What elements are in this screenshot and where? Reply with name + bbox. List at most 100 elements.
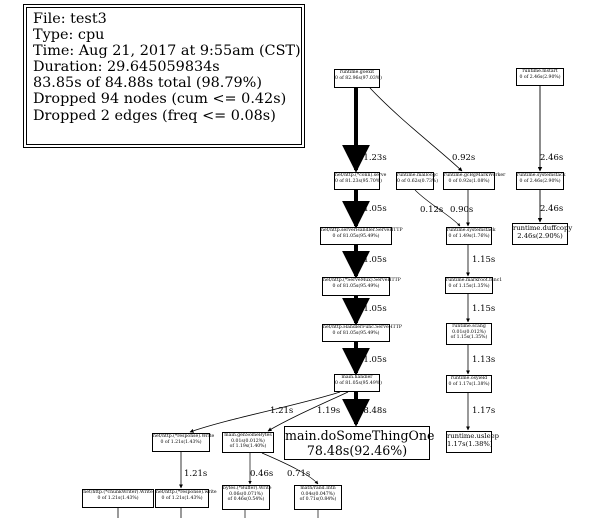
- edge-label: 81.05s: [358, 355, 387, 365]
- node-name: main.handler: [341, 375, 373, 380]
- node-name: runtime.duffcopy: [513, 224, 573, 232]
- node-stat: 0 of 82.96s(97.03%): [335, 75, 382, 81]
- node-runtime-goexit[interactable]: runtime.goexit 0 of 82.96s(97.03%): [334, 69, 382, 88]
- node-name: runtime.systemstack: [517, 173, 566, 178]
- edge-label: 78.48s: [358, 406, 387, 416]
- node-name: bytes.(*Buffer).Write: [223, 486, 272, 491]
- node-stat: 0.01s(0.012%) of 1.15s(1.35%): [450, 329, 488, 341]
- node-name: net/http.serverHandler.ServeHTTP: [321, 228, 403, 233]
- edge-label: 1.21s: [184, 469, 208, 479]
- edge-label: 1.21s: [270, 406, 294, 416]
- node-buffer-write[interactable]: bytes.(*Buffer).Write 0.06s(0.071%) of 0…: [222, 485, 272, 510]
- legend-type: Type: cpu: [33, 27, 105, 44]
- legend-total: 83.85s of 84.88s total (98.79%): [33, 75, 262, 92]
- node-runtime-usleep[interactable]: runtime.usleep 1.17s(1.38%): [446, 431, 499, 453]
- node-chunkwriter-write[interactable]: net/http.(*chunkWriter).Write 0 of 1.21s…: [82, 489, 154, 508]
- node-runtime-systemstack[interactable]: runtime.systemstack 0 of 1.49s(1.76%): [446, 227, 496, 245]
- edge-mainhandler-responsewrite: [189, 391, 341, 433]
- node-stat: 0 of 1.21s(1.43%): [161, 495, 203, 501]
- edge-label: 81.05s: [358, 304, 387, 314]
- node-stat: 0 of 81.23s(95.70%): [335, 178, 382, 184]
- edge-label: 1.19s: [317, 406, 341, 416]
- node-name: runtime.osyield: [450, 376, 488, 381]
- node-stat: 0 of 81.05s(95.49%): [335, 380, 382, 386]
- edge-gensomebytes-intn: [261, 452, 319, 485]
- node-gen-some-bytes[interactable]: main.genSomeBytes 0.01s(0.012%) of 1.19s…: [222, 432, 274, 453]
- node-name: runtime.systemstack: [447, 228, 496, 233]
- node-stat: 0 of 1.21s(1.43%): [97, 495, 139, 501]
- edge-label: 2.46s: [540, 153, 564, 163]
- node-server-handler[interactable]: net/http.serverHandler.ServeHTTP 0 of 81…: [320, 227, 403, 245]
- node-stat: 78.48s(92.46%): [306, 443, 408, 458]
- node-stat: 0.04s(0.047%) of 0.71s(0.84%): [299, 491, 337, 503]
- node-main-handler[interactable]: main.handler 0 of 81.05s(95.49%): [334, 374, 382, 392]
- node-runtime-systemstack-mstart[interactable]: runtime.systemstack 0 of 2.46s(2.90%): [516, 172, 566, 190]
- node-conn-serve[interactable]: net/http.(*conn).serve 0 of 81.23s(95.70…: [334, 172, 387, 190]
- legend-dropped-nodes: Dropped 94 nodes (cum <= 0.42s): [33, 91, 287, 108]
- edge-label: 0.12s: [420, 205, 444, 215]
- node-name: runtime.gcBgMarkWorker: [444, 173, 506, 178]
- node-stat: 0 of 1.15s(1.35%): [448, 283, 490, 289]
- node-name: net/http.(*ServeMux).ServeHTTP: [323, 278, 401, 283]
- node-stat: 0 of 1.17s(1.38%): [448, 381, 490, 387]
- legend-dropped-edges: Dropped 2 edges (freq <= 0.08s): [33, 107, 276, 124]
- node-do-some-thing-one[interactable]: main.doSomeThingOne 78.48s(92.46%): [284, 426, 435, 460]
- node-runtime-mallocgc[interactable]: runtime.mallocgc 0 of 0.62s(0.73%): [396, 172, 439, 190]
- legend-time: Time: Aug 21, 2017 at 9:55am (CST): [33, 43, 301, 60]
- node-name: net/http.(*conn).serve: [335, 173, 387, 178]
- node-runtime-duffcopy[interactable]: runtime.duffcopy 2.46s(2.90%): [512, 223, 573, 245]
- legend-file: File: test3: [33, 11, 107, 27]
- edge-label: 0.71s: [287, 469, 311, 479]
- edge-label: 81.23s: [358, 153, 387, 163]
- node-stat: 0.06s(0.071%) of 0.46s(0.54%): [227, 491, 265, 503]
- edge-label: 2.46s: [540, 204, 564, 214]
- node-response-write-lower[interactable]: net/http.(*response).write 0 of 1.21s(1.…: [155, 489, 217, 508]
- node-name: runtime.mstart: [522, 69, 558, 74]
- node-servemux[interactable]: net/http.(*ServeMux).ServeHTTP 0 of 81.0…: [322, 277, 401, 296]
- node-stat: 0 of 1.21s(1.43%): [160, 439, 202, 445]
- node-gc-bg-mark-worker[interactable]: runtime.gcBgMarkWorker 0 of 0.92s(1.08%): [443, 172, 506, 190]
- edge-label: 1.15s: [472, 255, 496, 265]
- node-stat: 0 of 1.49s(1.76%): [448, 233, 490, 239]
- node-handlerfunc[interactable]: net/http.HandlerFunc.ServeHTTP 0 of 81.0…: [322, 324, 402, 342]
- node-name: runtime.scang: [452, 324, 486, 329]
- node-stat: 2.46s(2.90%): [517, 232, 563, 240]
- node-runtime-mstart[interactable]: runtime.mstart 0 of 2.46s(2.90%): [516, 68, 564, 86]
- node-stat: 0 of 2.46s(2.90%): [519, 178, 561, 184]
- node-markroot-func1[interactable]: runtime.markroot.func1 0 of 1.15s(1.35%): [445, 277, 503, 294]
- node-name: runtime.mallocgc: [397, 173, 438, 178]
- edge-label: 81.05s: [358, 204, 387, 214]
- edge-mainhandler-gensomebytes: [267, 391, 349, 432]
- node-name: net/http.(*response).Write: [153, 434, 215, 439]
- edge-label: 1.13s: [472, 355, 496, 365]
- node-name: main.doSomeThingOne: [285, 428, 435, 443]
- edge-label: 0.90s: [450, 205, 474, 215]
- node-runtime-scang[interactable]: runtime.scang 0.01s(0.012%) of 1.15s(1.3…: [446, 323, 492, 345]
- edge-label: 1.17s: [472, 406, 496, 416]
- node-runtime-osyield[interactable]: runtime.osyield 0 of 1.17s(1.38%): [446, 375, 492, 393]
- edge-mallocgc-systemstack: [414, 189, 461, 227]
- node-name: runtime.usleep: [447, 432, 499, 440]
- node-stat: 0 of 81.05s(95.49%): [332, 330, 380, 336]
- node-stat: 0 of 0.62s(0.73%): [397, 178, 439, 184]
- node-stat: 1.17s(1.38%): [447, 440, 493, 448]
- node-rand-intn[interactable]: math/rand.Intn 0.04s(0.047%) of 0.71s(0.…: [294, 485, 342, 510]
- node-name: net/http.(*response).write: [156, 490, 217, 495]
- node-name: main.genSomeBytes: [224, 433, 272, 438]
- edge-label: 0.46s: [250, 469, 274, 479]
- node-stat: 0 of 81.05s(95.49%): [332, 233, 380, 239]
- node-name: net/http.(*chunkWriter).Write: [83, 490, 153, 495]
- node-name: runtime.markroot.func1: [446, 278, 503, 283]
- node-response-write[interactable]: net/http.(*response).Write 0 of 1.21s(1.…: [152, 433, 215, 452]
- node-name: net/http.HandlerFunc.ServeHTTP: [323, 325, 402, 330]
- node-stat: 0 of 2.46s(2.90%): [519, 74, 561, 80]
- node-stat: 0 of 0.92s(1.08%): [448, 178, 490, 184]
- edge-goexit-bgmark: [369, 87, 463, 172]
- profile-legend: File: test3 Type: cpu Time: Aug 21, 2017…: [23, 4, 305, 148]
- node-stat: 0 of 81.05s(95.49%): [332, 283, 380, 289]
- edge-label: 81.05s: [358, 255, 387, 265]
- node-stat: 0.01s(0.012%) of 1.19s(1.40%): [229, 438, 267, 450]
- node-name: math/rand.Intn: [300, 486, 336, 491]
